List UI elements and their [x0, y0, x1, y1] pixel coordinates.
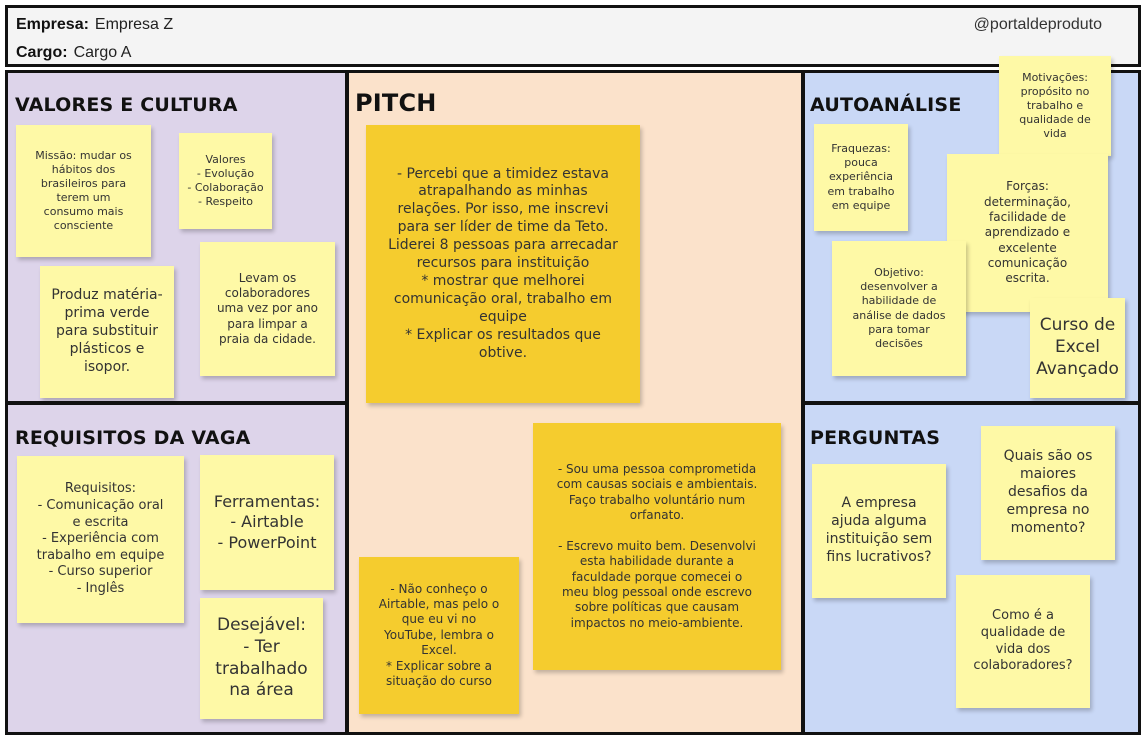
sticky-note-curso-excel[interactable]: Curso de Excel Avançado — [1030, 298, 1125, 398]
sticky-note-pergunta-instituicao[interactable]: A empresa ajuda alguma instituição sem f… — [812, 464, 946, 598]
panel-title-autoanalise: AUTOANÁLISE — [810, 94, 962, 116]
sticky-note-text: Produz matéria- prima verde para substit… — [51, 287, 163, 375]
sticky-note-requisitos[interactable]: Requisitos: - Comunicação oral e escrita… — [17, 456, 184, 623]
sticky-note-objetivo[interactable]: Objetivo: desenvolver a habilidade de an… — [832, 241, 966, 376]
panel-title-requisitos: REQUISITOS DA VAGA — [15, 427, 251, 449]
sticky-note-motivacoes[interactable]: Motivações: propósito no trabalho e qual… — [999, 56, 1111, 156]
sticky-note-produz[interactable]: Produz matéria- prima verde para substit… — [40, 266, 174, 398]
sticky-note-pitch-airtable[interactable]: - Não conheço o Airtable, mas pelo o que… — [359, 557, 519, 714]
sticky-note-text: Requisitos: - Comunicação oral e escrita… — [36, 481, 165, 597]
sticky-note-missao[interactable]: Missão: mudar os hábitos dos brasileiros… — [16, 125, 151, 257]
sticky-note-text: Objetivo: desenvolver a habilidade de an… — [852, 266, 946, 350]
sticky-note-text: - Não conheço o Airtable, mas pelo o que… — [378, 581, 500, 688]
sticky-note-forcas[interactable]: Forças: determinação, facilidade de apre… — [947, 154, 1108, 312]
sticky-note-fraquezas[interactable]: Fraquezas: pouca experiência em trabalho… — [814, 124, 908, 231]
sticky-note-text: Valores - Evolução - Colaboração - Respe… — [187, 152, 264, 209]
sticky-note-pergunta-qualidade[interactable]: Como é a qualidade de vida dos colaborad… — [956, 575, 1090, 708]
sticky-note-desejavel[interactable]: Desejável: - Ter trabalhado na área — [200, 598, 323, 719]
panel-title-pitch: PITCH — [355, 89, 437, 117]
sticky-note-text: Curso de Excel Avançado — [1036, 315, 1119, 379]
panel-title-valores: VALORES E CULTURA — [15, 94, 238, 116]
sticky-note-text: Levam os colaboradores uma vez por ano p… — [216, 270, 319, 347]
sticky-note-text: Como é a qualidade de vida dos colaborad… — [973, 608, 1073, 674]
sticky-note-text: Quais são os maiores desafios da empresa… — [1003, 448, 1093, 536]
empresa-row: Empresa: Empresa Z — [16, 16, 173, 34]
sticky-note-text: A empresa ajuda alguma instituição sem f… — [825, 495, 933, 565]
sticky-note-text: Fraquezas: pouca experiência em trabalho… — [827, 142, 895, 212]
panel-title-perguntas: PERGUNTAS — [810, 427, 941, 449]
sticky-note-pergunta-desafios[interactable]: Quais são os maiores desafios da empresa… — [981, 426, 1115, 560]
sticky-note-text: Ferramentas: - Airtable - PowerPoint — [213, 491, 321, 552]
sticky-note-pitch-causas[interactable]: - Sou uma pessoa comprometida com causas… — [533, 423, 781, 670]
cargo-value: Cargo A — [73, 44, 132, 61]
sticky-note-text: - Percebi que a timidez estava atrapalha… — [388, 165, 618, 361]
sticky-note-text: - Sou uma pessoa comprometida com causas… — [556, 462, 758, 630]
author-handle: @portaldeproduto — [973, 16, 1102, 33]
cargo-label: Cargo: — [16, 44, 68, 61]
sticky-note-text: Forças: determinação, facilidade de apre… — [984, 179, 1071, 286]
empresa-label: Empresa: — [16, 16, 89, 33]
sticky-note-levam[interactable]: Levam os colaboradores uma vez por ano p… — [200, 242, 335, 376]
sticky-note-pitch-lideranca[interactable]: - Percebi que a timidez estava atrapalha… — [366, 125, 640, 403]
cargo-row: Cargo: Cargo A — [16, 44, 131, 62]
header-bar: Empresa: Empresa Z Cargo: Cargo A @portald… — [5, 5, 1141, 67]
sticky-note-text: Desejável: - Ter trabalhado na área — [215, 615, 308, 701]
empresa-value: Empresa Z — [94, 16, 174, 33]
sticky-note-ferramentas[interactable]: Ferramentas: - Airtable - PowerPoint — [200, 455, 334, 590]
sticky-note-valores[interactable]: Valores - Evolução - Colaboração - Respe… — [179, 133, 272, 229]
sticky-note-text: Motivações: propósito no trabalho e qual… — [1019, 70, 1091, 141]
sticky-note-text: Missão: mudar os hábitos dos brasileiros… — [35, 148, 132, 233]
